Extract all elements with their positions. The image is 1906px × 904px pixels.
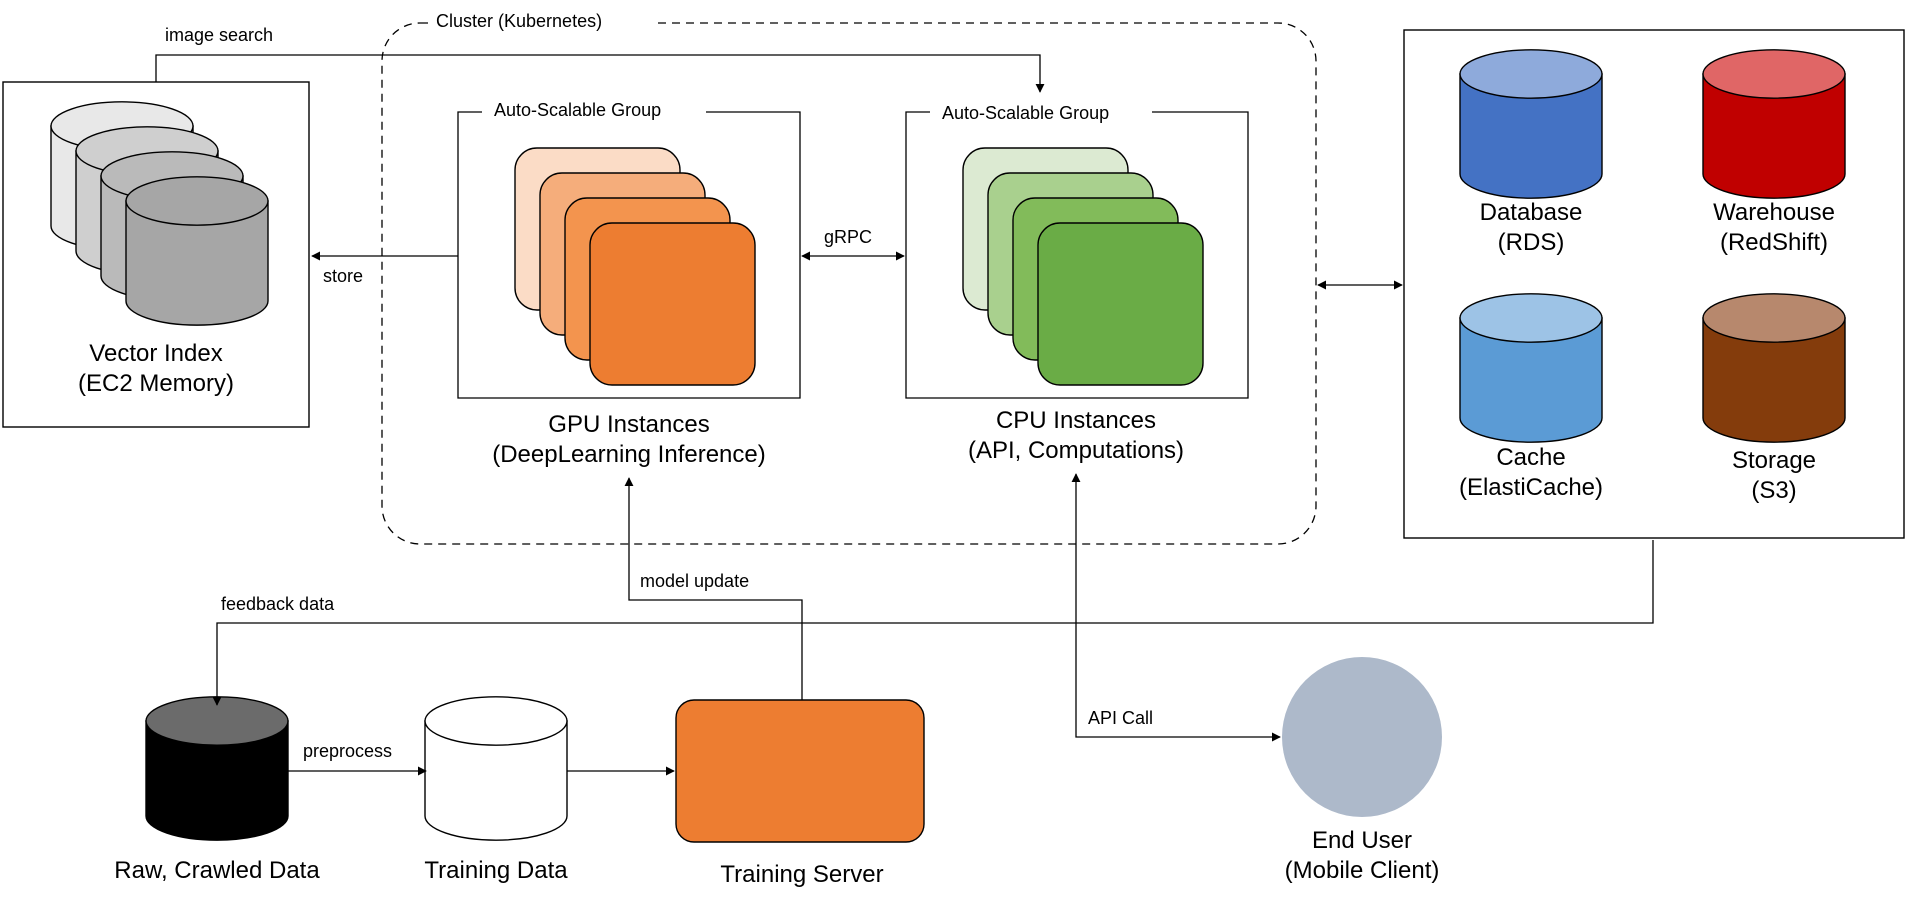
edge-api-call [1071, 473, 1281, 742]
raw-data-cylinder [145, 696, 289, 841]
warehouse-title: Warehouse [1713, 199, 1835, 226]
training-server-box [675, 699, 925, 843]
cluster-label-mask [428, 8, 652, 36]
cache-title: Cache [1496, 444, 1565, 471]
database-cylinder [1459, 49, 1603, 199]
data-store-cylinders [1459, 49, 1846, 443]
end-user-subtitle: (Mobile Client) [1285, 857, 1440, 884]
vector-index-subtitle: (EC2 Memory) [78, 370, 234, 397]
training-server-caption: Training Server [720, 861, 883, 888]
gpu-instance-stack [514, 147, 756, 386]
database-subtitle: (RDS) [1498, 229, 1565, 256]
storage-title: Storage [1732, 447, 1816, 474]
vector-index-title: Vector Index [89, 340, 222, 367]
end-user-circle [1282, 657, 1442, 817]
data-stores-node: Database (RDS) Warehouse (RedShift) Cach… [1403, 29, 1905, 539]
edges: image search store gRPC model update fee… [155, 25, 1654, 776]
gpu-group-label: Auto-Scalable Group [494, 100, 661, 120]
storage-subtitle: (S3) [1751, 477, 1796, 504]
edge-label-grpc: gRPC [824, 227, 872, 247]
cluster-boundary: Cluster (Kubernetes) [381, 8, 1317, 545]
training-data-node: Training Data [424, 696, 568, 884]
edge-image-search [155, 54, 1045, 93]
cpu-instance-stack [962, 147, 1204, 386]
cpu-group-node: Auto-Scalable Group CPU Instances (API, … [905, 103, 1249, 464]
edge-label-api-call: API Call [1088, 708, 1153, 728]
vector-index-node: Vector Index (EC2 Memory) [2, 81, 310, 428]
cluster-outline [381, 22, 1317, 545]
training-data-cylinder [424, 696, 568, 841]
cluster-label: Cluster (Kubernetes) [436, 11, 602, 31]
cpu-group-label: Auto-Scalable Group [942, 103, 1109, 123]
cpu-group-frame [905, 111, 1249, 399]
warehouse-cylinder [1702, 49, 1846, 199]
cache-cylinder [1459, 293, 1603, 443]
edge-label-model-update: model update [640, 571, 749, 591]
edge-model-update [624, 477, 803, 700]
edge-feedback-data [212, 540, 1654, 706]
edge-label-feedback-data: feedback data [221, 594, 335, 614]
cpu-caption-subtitle: (API, Computations) [968, 437, 1184, 464]
end-user-node: End User (Mobile Client) [1282, 657, 1442, 884]
raw-data-node: Raw, Crawled Data [114, 696, 320, 884]
training-data-caption: Training Data [424, 857, 568, 884]
gpu-instance-4 [589, 222, 756, 386]
gpu-group-frame [457, 111, 801, 399]
gpu-group-node: Auto-Scalable Group GPU Instances (DeepL… [457, 100, 801, 468]
gpu-caption-subtitle: (DeepLearning Inference) [492, 441, 766, 468]
training-data-shape [424, 696, 568, 841]
database-title: Database [1480, 199, 1583, 226]
raw-data-shape [145, 696, 289, 841]
vector-cylinder-4 [125, 176, 269, 326]
raw-data-caption: Raw, Crawled Data [114, 857, 320, 884]
edge-label-image-search: image search [165, 25, 273, 45]
cpu-caption-title: CPU Instances [996, 407, 1156, 434]
cache-subtitle: (ElastiCache) [1459, 474, 1603, 501]
edge-label-preprocess: preprocess [303, 741, 392, 761]
gpu-caption-title: GPU Instances [548, 411, 709, 438]
vector-index-cylinders [50, 101, 269, 326]
cpu-instance-4 [1037, 222, 1204, 386]
storage-cylinder [1702, 293, 1846, 443]
end-user-title: End User [1312, 827, 1412, 854]
training-server-node: Training Server [675, 699, 925, 888]
warehouse-subtitle: (RedShift) [1720, 229, 1828, 256]
edge-label-store: store [323, 266, 363, 286]
